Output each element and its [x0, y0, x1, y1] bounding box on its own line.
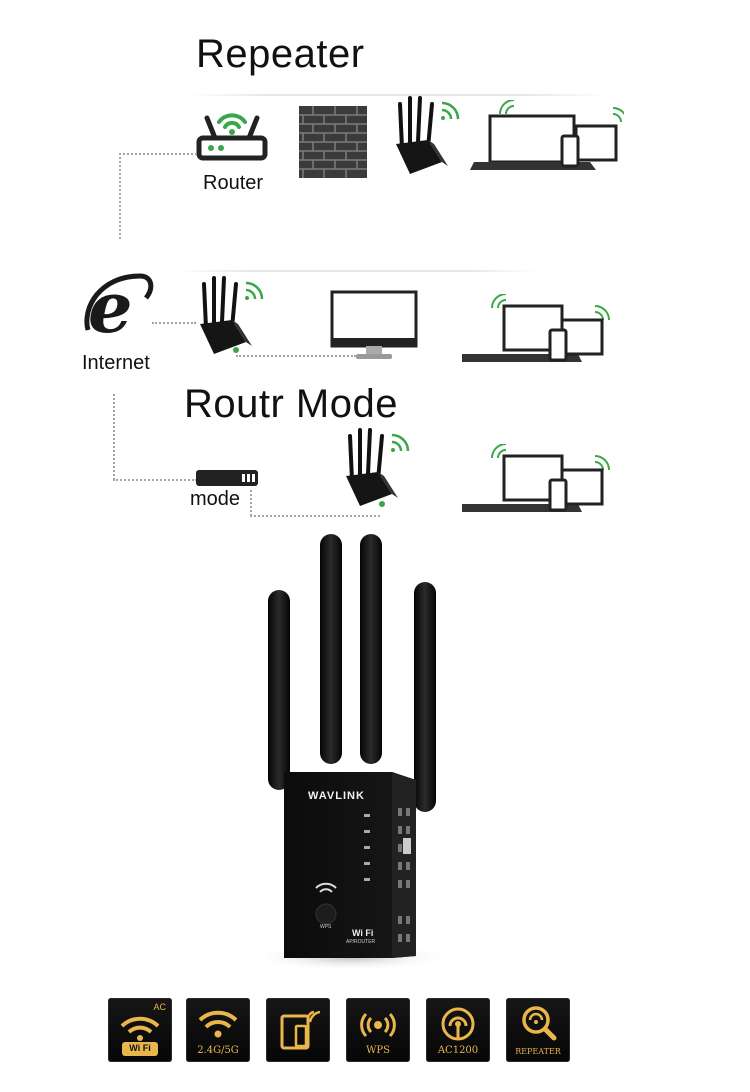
- repeater-title: Repeater: [196, 32, 365, 76]
- svg-text:e: e: [88, 268, 133, 344]
- dual-band-wifi-icon: [198, 1010, 238, 1038]
- feature-label: 2.4G/5G: [197, 1045, 239, 1056]
- wps-icon: [360, 1012, 396, 1038]
- brand-label: WAVLINK: [308, 790, 365, 802]
- internet-explorer-icon: e: [80, 268, 156, 344]
- connector-line: [119, 153, 197, 155]
- repeater-search-icon: [522, 1006, 557, 1041]
- ac1200-signal-icon: [441, 1007, 475, 1041]
- connector-line: [152, 322, 196, 324]
- connector-line: [236, 355, 356, 357]
- wifi-extender-product: WAVLINK WPS Wi Fi AP/ROUTER: [260, 532, 450, 972]
- feature-repeater: REPEATER: [506, 998, 570, 1062]
- laptop-devices-icon: [462, 444, 616, 520]
- feature-label: Wi Fi: [129, 1043, 151, 1053]
- feature-label: WPS: [366, 1045, 390, 1056]
- modem-label: mode: [190, 488, 241, 510]
- feature-dual-band: 2.4G/5G: [186, 998, 250, 1062]
- feature-wps: WPS: [346, 998, 410, 1062]
- router-icon: [195, 100, 269, 164]
- laptop-devices-icon: [470, 100, 624, 176]
- router-label: Router: [203, 172, 264, 194]
- internet-label: Internet: [82, 352, 150, 374]
- extender-icon: [196, 276, 268, 364]
- connector-line: [113, 479, 197, 481]
- feature-ac1200: AC1200: [426, 998, 490, 1062]
- feature-label: REPEATER: [515, 1047, 561, 1056]
- modem-icon: [196, 468, 260, 490]
- connector-line: [119, 153, 121, 239]
- extender-icon: [342, 428, 414, 516]
- wps-label: WPS: [320, 924, 332, 930]
- feature-ac-wifi: AC Wi Fi: [108, 998, 172, 1062]
- wifi-badge-label: Wi Fi: [352, 928, 374, 938]
- divider: [178, 270, 538, 272]
- connector-line: [250, 490, 252, 516]
- laptop-devices-icon: [462, 294, 616, 370]
- feature-label: AC1200: [437, 1045, 479, 1056]
- ac-label: AC: [153, 1002, 166, 1012]
- monitor-icon: [330, 290, 420, 362]
- smart-devices-icon: [280, 1010, 320, 1050]
- ap-router-label: AP/ROUTER: [346, 939, 376, 945]
- extender-icon: [392, 96, 464, 184]
- connector-line: [113, 394, 115, 480]
- feature-smart-devices: [266, 998, 330, 1062]
- connector-line: [250, 515, 380, 517]
- wall-icon: [299, 106, 367, 178]
- ac-wifi-icon: [120, 1016, 160, 1041]
- router-mode-title: Routr Mode: [184, 382, 398, 426]
- divider: [188, 94, 608, 96]
